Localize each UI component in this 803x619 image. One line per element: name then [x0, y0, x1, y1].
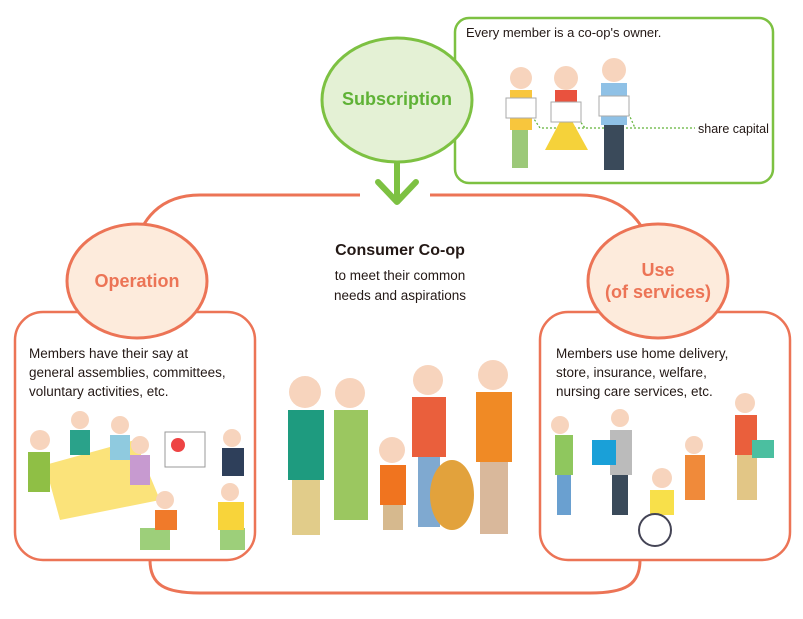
- subscription-caption: Every member is a co-op's owner.: [466, 25, 662, 40]
- down-arrow-icon: [375, 179, 419, 205]
- use-label-1: Use: [641, 260, 675, 280]
- share-capital-label: share capital: [698, 122, 769, 136]
- center-title: Consumer Co-op: [335, 242, 465, 259]
- members-illustration: [505, 58, 630, 170]
- family-illustration: [288, 360, 512, 535]
- center-subtitle-1: to meet their common: [334, 268, 466, 283]
- meeting-illustration: [28, 411, 245, 550]
- services-illustration: [551, 393, 774, 547]
- use-label-2: (of services): [604, 282, 712, 302]
- operation-desc-3: voluntary activities, etc.: [29, 384, 169, 399]
- operation-label: Operation: [94, 271, 180, 291]
- use-desc-3: nursing care services, etc.: [556, 384, 713, 399]
- operation-bubble: [65, 222, 209, 340]
- subscription-label: Subscription: [341, 89, 452, 109]
- use-desc-2: store, insurance, welfare,: [556, 365, 707, 380]
- use-bubble: [586, 222, 730, 340]
- use-desc-1: Members use home delivery,: [556, 346, 729, 361]
- cycle-loop-bottom: [148, 559, 642, 595]
- operation-desc-1: Members have their say at: [29, 346, 189, 361]
- operation-desc-2: general assemblies, committees,: [29, 365, 226, 380]
- center-subtitle-2: needs and aspirations: [333, 288, 467, 303]
